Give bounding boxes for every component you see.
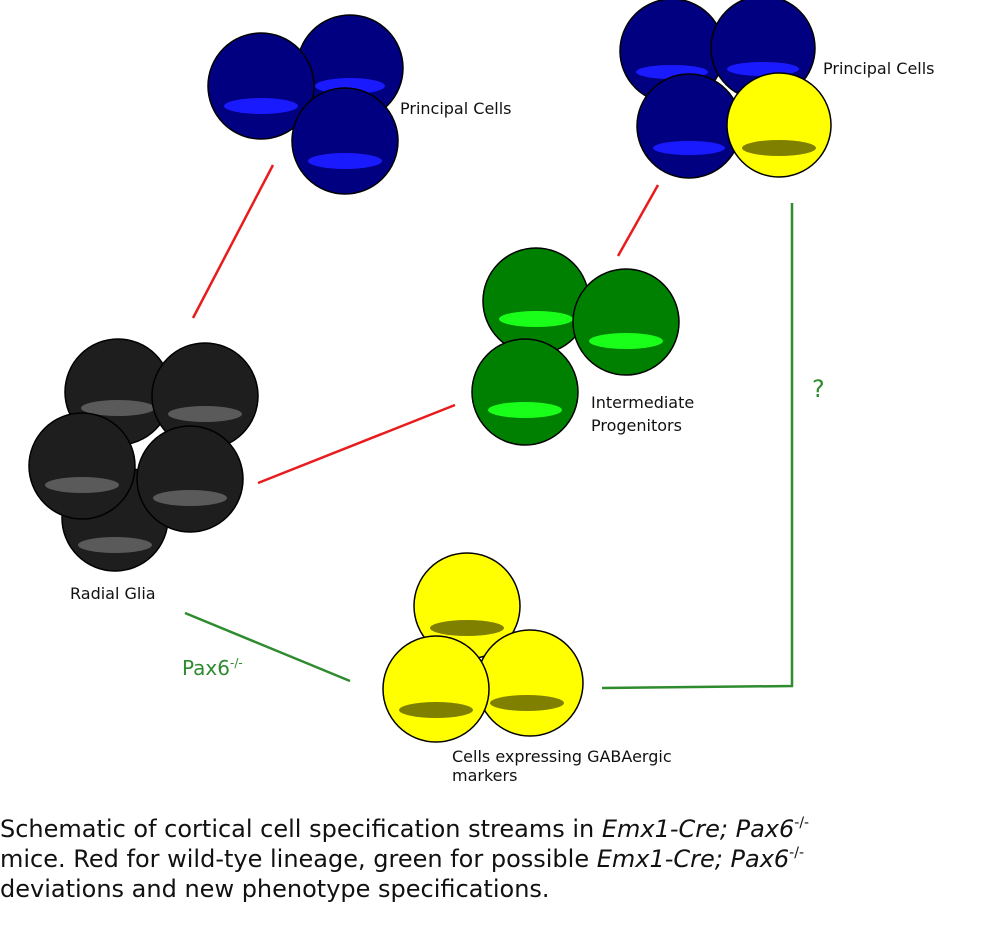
principal-cells-left-cluster — [207, 14, 404, 195]
gabaergic-label-line1: Cells expressing GABAergic — [452, 747, 672, 766]
gabaergic-cells-cluster — [382, 552, 584, 743]
deviation-line-gaba-to-principal — [601, 203, 794, 690]
principal-cells-right-cluster — [619, 0, 832, 179]
gabaergic-cell — [476, 629, 584, 737]
principal-cell — [207, 32, 315, 140]
pax6-label-superscript: -/- — [230, 656, 243, 670]
wild-type-line-intermediate-to-principal — [616, 184, 660, 257]
radial-glia-cluster — [28, 338, 259, 572]
wild-type-line-glia-to-intermediate — [257, 403, 456, 485]
lineage-diagram: Principal Cells Principal Cells Intermed… — [28, 0, 935, 785]
intermediate-progenitors-label-line2: Progenitors — [591, 416, 682, 435]
radial-glia-cell — [151, 342, 259, 450]
radial-glia-label: Radial Glia — [70, 584, 156, 603]
principal-cell — [636, 73, 742, 179]
intermediate-progenitor-cell — [572, 268, 680, 376]
principal-cell — [291, 87, 399, 195]
gabaergic-cell — [413, 552, 521, 660]
wild-type-line-glia-to-principal — [191, 164, 275, 319]
caption-line-3: deviations and new phenotype specificati… — [0, 875, 550, 903]
pax6-knockout-label: Pax6-/- — [182, 656, 243, 680]
gabaergic-cell — [726, 72, 832, 178]
principal-cells-right-label: Principal Cells — [823, 59, 935, 78]
gabaergic-label-line2: markers — [452, 766, 517, 785]
figure-caption: Schematic of cortical cell specification… — [0, 814, 1000, 904]
principal-cells-left-label: Principal Cells — [400, 99, 512, 118]
intermediate-progenitors-cluster — [471, 247, 680, 446]
intermediate-progenitor-cell — [482, 247, 590, 355]
connectors — [184, 164, 794, 690]
unknown-pathway-question-mark: ? — [812, 375, 825, 403]
radial-glia-cell — [136, 425, 244, 533]
radial-glia-cell — [28, 412, 136, 520]
caption-line-2: mice. Red for wild-tye lineage, green fo… — [0, 845, 804, 873]
deviation-line-glia-to-gaba — [184, 611, 351, 683]
gabaergic-cell — [382, 635, 490, 743]
caption-line-1: Schematic of cortical cell specification… — [0, 815, 810, 843]
intermediate-progenitor-cell — [471, 338, 579, 446]
intermediate-progenitors-label-line1: Intermediate — [591, 393, 694, 412]
pax6-label-base: Pax6 — [182, 656, 230, 680]
